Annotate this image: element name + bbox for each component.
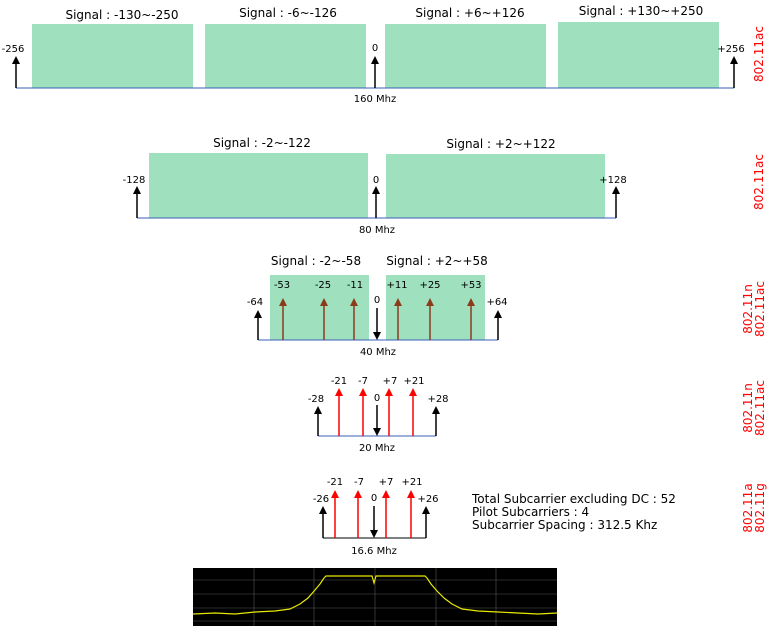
pilot-label: +53 (460, 280, 481, 291)
right-edge-label: +26 (417, 494, 438, 505)
right-edge-label: +64 (486, 297, 507, 308)
bandwidth-label: 20 Mhz (359, 443, 395, 454)
pilot-label: +7 (379, 477, 394, 488)
signal-label: Signal : -2~-58 (271, 254, 361, 268)
diagram-20mhz: -21 -7 +7 +21 -28 0 +28 20 Mhz 802.11n 8… (308, 376, 767, 454)
signal-label: Signal : +130~+250 (579, 4, 704, 18)
pilot-label: -25 (315, 280, 331, 291)
standard-label: 802.11ac (753, 281, 767, 337)
signal-label: Signal : -6~-126 (239, 6, 337, 20)
pilot-label: +11 (386, 280, 407, 291)
signal-label: Signal : +2~+58 (386, 254, 488, 268)
left-edge-label: -26 (313, 494, 329, 505)
standard-label: 802.11g (753, 483, 767, 533)
right-edge-label: +128 (599, 175, 626, 186)
pilot-label: -11 (347, 280, 363, 291)
center-label: 0 (374, 393, 380, 404)
signal-band (558, 22, 719, 88)
diagram-80mhz: Signal : -2~-122 Signal : +2~+122 -128 0… (123, 136, 766, 236)
standard-label: 802.11ac (753, 380, 767, 436)
signal-label: Signal : +2~+122 (446, 137, 555, 151)
left-edge-label: -256 (2, 44, 25, 55)
bandwidth-label: 80 Mhz (359, 225, 395, 236)
left-edge-label: -64 (247, 297, 263, 308)
signal-label: Signal : -2~-122 (213, 136, 311, 150)
pilot-label: -7 (354, 477, 364, 488)
standard-label: 802.11n (741, 383, 755, 433)
signal-label: Signal : +6~+126 (415, 6, 524, 20)
spectrum-trace (192, 575, 558, 615)
pilot-label: -7 (358, 376, 368, 387)
diagram-160mhz: Signal : -130~-250 Signal : -6~-126 Sign… (2, 4, 766, 105)
right-edge-label: +256 (717, 44, 744, 55)
bandwidth-label: 16.6 Mhz (351, 546, 397, 557)
signal-band (149, 153, 368, 218)
signal-band (386, 154, 605, 218)
note-pilot-subcarriers: Pilot Subcarriers : 4 (472, 505, 589, 519)
spectrum-analyzer-plot (192, 568, 558, 626)
left-edge-label: -28 (308, 394, 324, 405)
left-edge-label: -128 (123, 175, 146, 186)
signal-band (270, 275, 369, 340)
bandwidth-label: 160 Mhz (354, 94, 396, 105)
signal-band (385, 24, 546, 88)
pilot-label: +21 (401, 477, 422, 488)
standard-label: 802.11a (741, 483, 755, 532)
signal-band (32, 24, 193, 88)
pilot-label: -21 (327, 477, 343, 488)
center-label: 0 (372, 43, 378, 54)
standard-label: 802.11ac (752, 26, 766, 82)
note-subcarrier-spacing: Subcarrier Spacing : 312.5 Khz (472, 518, 657, 532)
center-label: 0 (371, 493, 377, 504)
note-total-subcarriers: Total Subcarrier excluding DC : 52 (471, 492, 676, 506)
standard-label: 802.11ac (752, 154, 766, 210)
center-label: 0 (374, 295, 380, 306)
diagram-16-6mhz: -21 -7 +7 +21 -26 0 +26 16.6 Mhz 802.11a… (313, 477, 767, 557)
spectrum-grid (193, 568, 557, 626)
diagram-40mhz: Signal : -2~-58 Signal : +2~+58 -53 -25 … (247, 254, 767, 358)
pilot-label: +7 (383, 376, 398, 387)
standard-label: 802.11n (741, 284, 755, 334)
signal-label: Signal : -130~-250 (65, 8, 178, 22)
pilot-label: +21 (403, 376, 424, 387)
right-edge-label: +28 (427, 394, 448, 405)
pilot-label: -21 (331, 376, 347, 387)
signal-band (386, 275, 485, 340)
pilot-label: -53 (274, 280, 290, 291)
subcarrier-notes: Total Subcarrier excluding DC : 52 Pilot… (471, 492, 676, 532)
pilot-label: +25 (419, 280, 440, 291)
bandwidth-label: 40 Mhz (360, 347, 396, 358)
center-label: 0 (373, 175, 379, 186)
signal-band (205, 24, 366, 88)
